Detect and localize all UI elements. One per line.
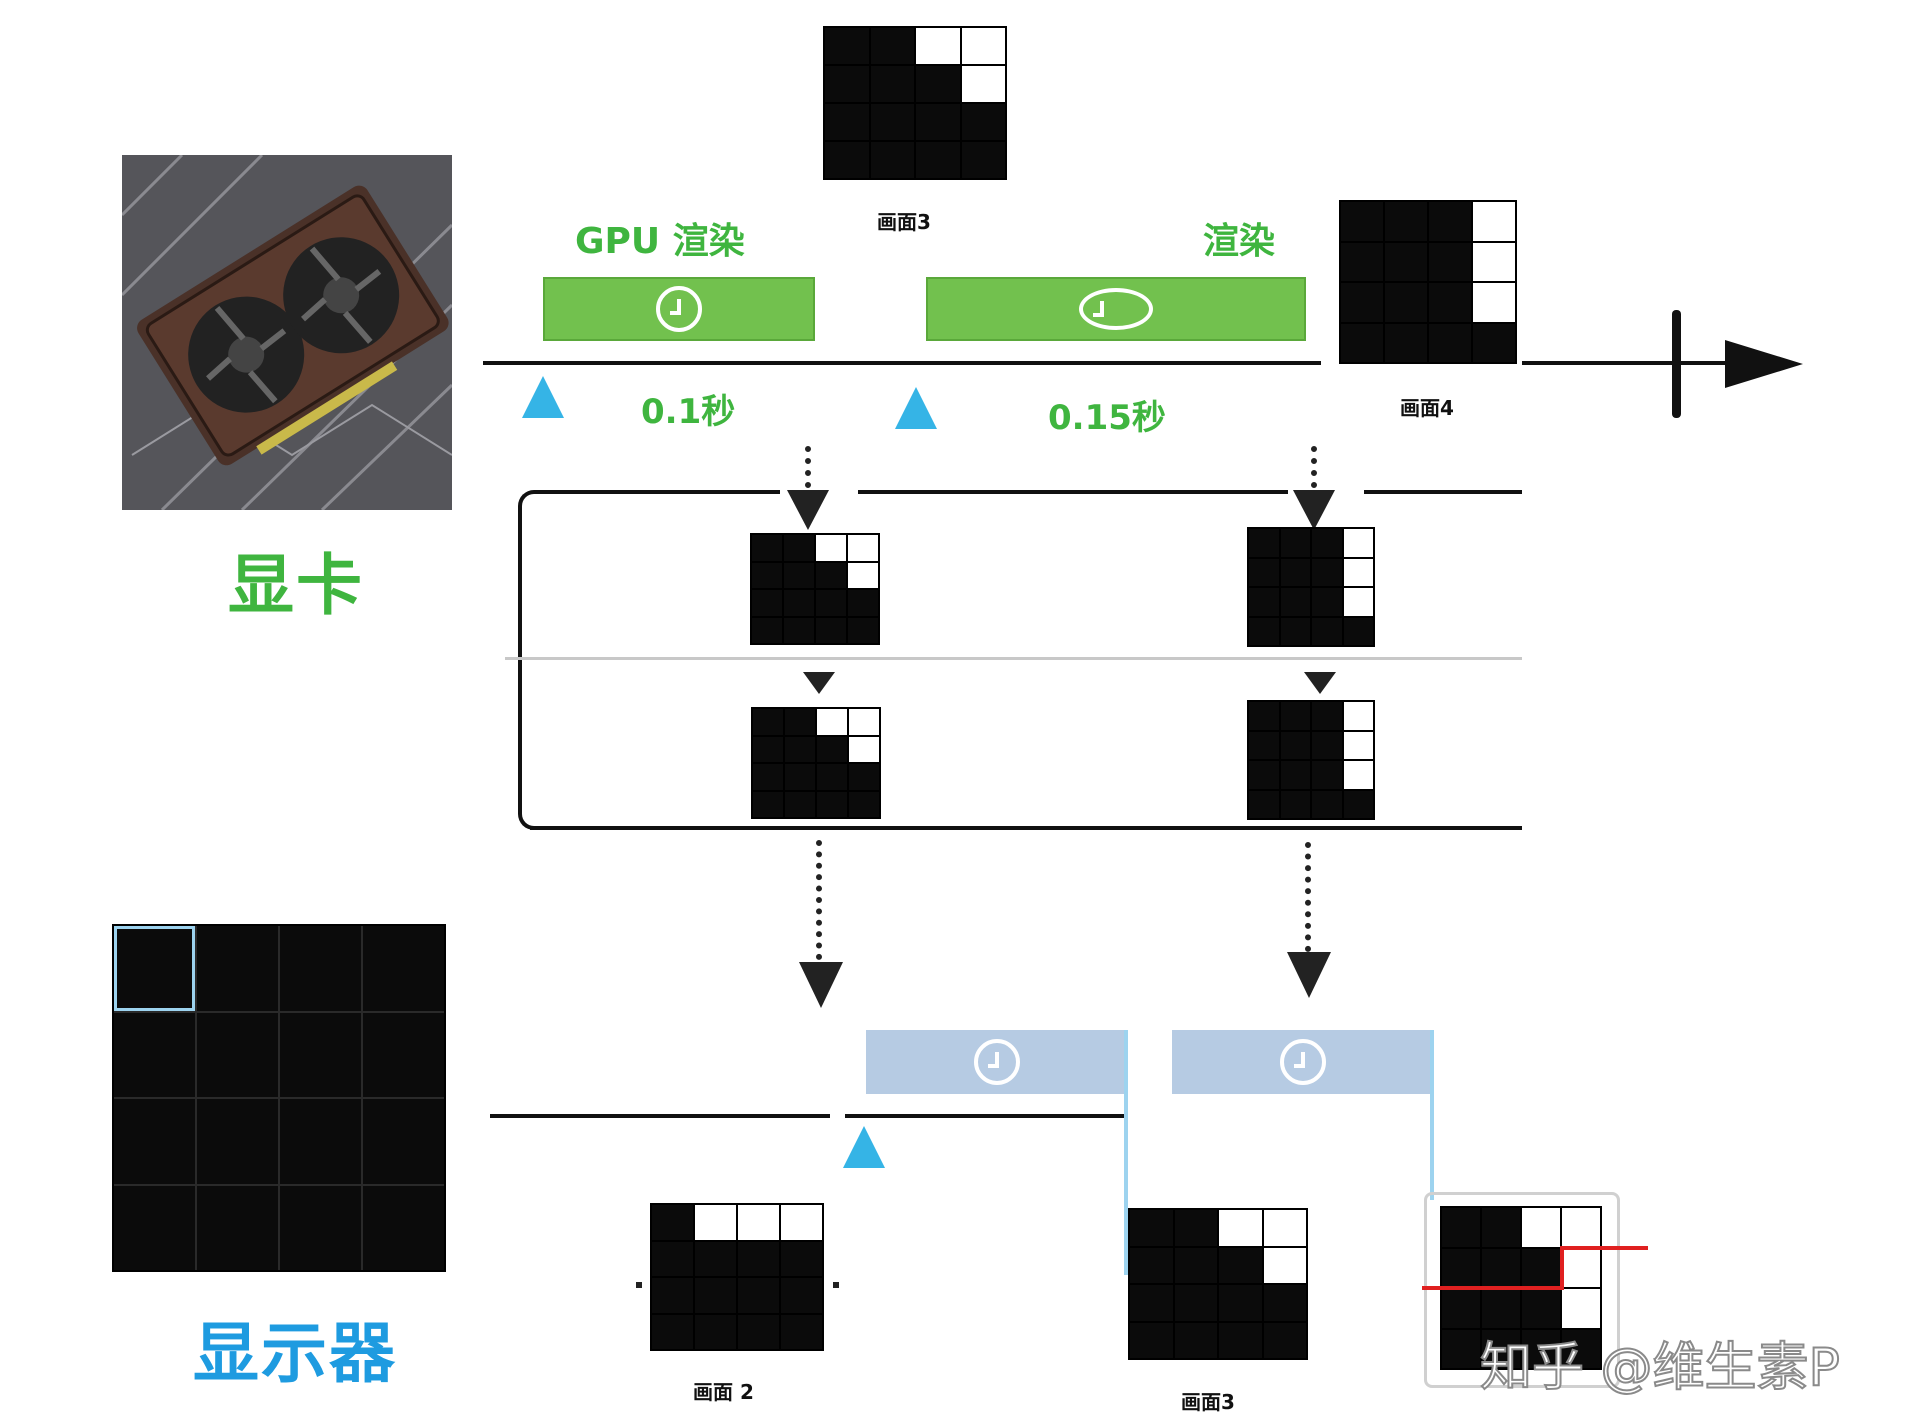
- render-time-1: 0.1秒: [641, 392, 736, 432]
- clock-icon: [974, 1039, 1020, 1085]
- front-buffer-frame-3: [751, 707, 881, 819]
- scanout-edge: [1430, 1030, 1434, 1200]
- clock-icon: [1280, 1039, 1326, 1085]
- scanout-bar-1: [866, 1030, 1128, 1094]
- monitor-screen: [112, 924, 446, 1272]
- scanout-bar-2: [1172, 1030, 1434, 1094]
- gpu-timeline-extension: [1522, 361, 1728, 365]
- buffer-top-edge: [858, 490, 1288, 494]
- tear-line: [1422, 1246, 1648, 1290]
- timeline-tick: [1672, 310, 1681, 418]
- dotted-arrow-line: [1305, 842, 1317, 952]
- dotted-arrow-line: [1311, 446, 1323, 488]
- buffer-outline: [518, 490, 780, 830]
- vsync-marker-icon: [522, 376, 564, 418]
- gpu-render-label: GPU 渲染: [575, 221, 745, 262]
- render-time-2: 0.15秒: [1048, 398, 1166, 438]
- monitor-timeline: [845, 1114, 1127, 1118]
- displayed-frame-3: [1128, 1208, 1308, 1360]
- scanout-edge: [1124, 1030, 1128, 1275]
- dotted-arrow-line: [816, 840, 828, 960]
- dotted-arrow-line: [805, 446, 817, 488]
- graphics-card-icon: [122, 155, 452, 510]
- buffer-bottom-edge: [530, 826, 1522, 830]
- frame-marker: [833, 1282, 839, 1288]
- arrow-down-icon: [1293, 490, 1335, 530]
- arrow-down-icon: [1287, 952, 1331, 998]
- monitor-caption: 显示器: [193, 1315, 397, 1392]
- buffer-top-edge: [1364, 490, 1522, 494]
- render-duration-bar-2: [926, 277, 1306, 341]
- vsync-marker-icon: [843, 1126, 885, 1168]
- gpu-caption: 显卡: [228, 547, 364, 624]
- gpu-frame-4: [1339, 200, 1517, 364]
- arrow-down-icon: [787, 490, 829, 530]
- render-duration-bar-1: [543, 277, 815, 341]
- watermark: 知乎 @维生素P: [1479, 1337, 1841, 1399]
- gpu-frame-3-label: 画面3: [877, 210, 931, 234]
- back-buffer-frame-3: [750, 533, 880, 645]
- front-buffer-frame-4: [1247, 700, 1375, 820]
- arrow-down-icon: [803, 672, 835, 694]
- gpu-timeline: [483, 361, 1321, 365]
- clock-icon: [1079, 288, 1153, 330]
- buffer-divider: [505, 657, 1522, 660]
- arrow-down-icon: [1304, 672, 1336, 694]
- displayed-frame-2-label: 画面 2: [693, 1380, 754, 1404]
- displayed-frame-3-label: 画面3: [1181, 1390, 1235, 1414]
- vsync-marker-icon: [895, 387, 937, 429]
- clock-icon: [656, 286, 702, 332]
- gpu-frame-4-label: 画面4: [1400, 396, 1454, 420]
- frame-marker: [636, 1282, 642, 1288]
- gpu-frame-3: [823, 26, 1007, 180]
- render-label: 渲染: [1203, 221, 1276, 262]
- monitor-timeline: [490, 1114, 830, 1118]
- arrow-down-icon: [799, 962, 843, 1008]
- graphics-card-photo: [122, 155, 452, 510]
- displayed-frame-2: [650, 1203, 824, 1351]
- timeline-arrow-icon: [1725, 340, 1803, 388]
- back-buffer-frame-4: [1247, 527, 1375, 647]
